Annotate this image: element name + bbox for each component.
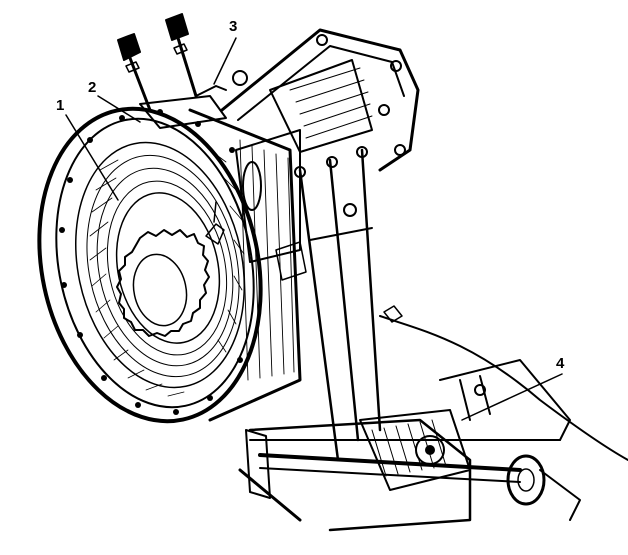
leader-line-3 bbox=[213, 37, 237, 85]
callout-1: 1 bbox=[56, 97, 65, 114]
callout-4: 4 bbox=[556, 355, 565, 372]
leader-line-1 bbox=[65, 114, 119, 201]
leader-line-4 bbox=[461, 373, 563, 421]
leader-line-2 bbox=[97, 95, 141, 123]
drum-housing bbox=[37, 106, 302, 424]
callout-3: 3 bbox=[229, 18, 238, 35]
splined-hub bbox=[116, 229, 210, 337]
top-bracket bbox=[220, 28, 420, 263]
linkage-rods bbox=[275, 146, 382, 462]
leader-lines bbox=[65, 37, 563, 421]
hand-levers bbox=[117, 13, 248, 129]
callout-2: 2 bbox=[88, 79, 97, 96]
lower-mechanism bbox=[238, 305, 628, 532]
